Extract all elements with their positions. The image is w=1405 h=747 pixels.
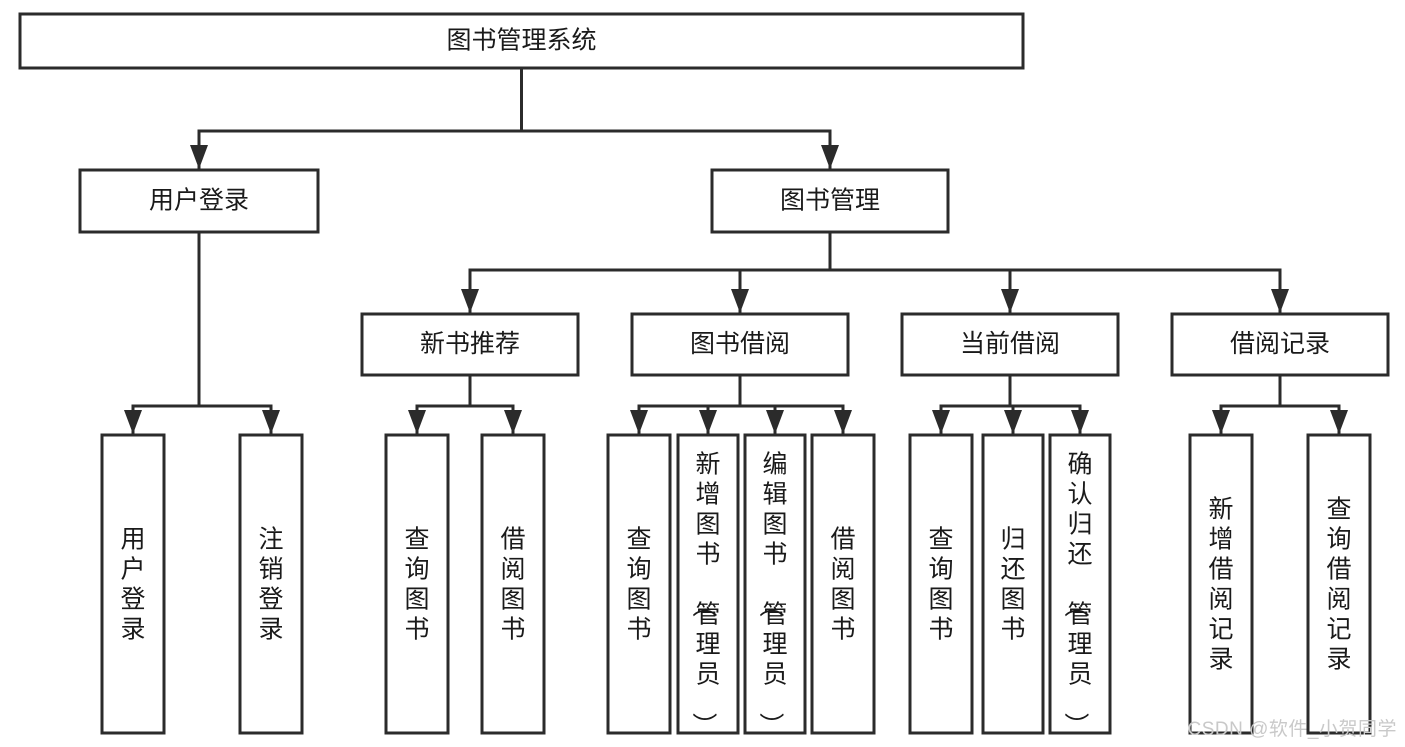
node-box[interactable] <box>1048 433 1112 735</box>
node-leaf-borrow-book-rec[interactable]: 借阅图书 <box>480 433 546 735</box>
node-box[interactable] <box>1188 433 1254 735</box>
node-leaf-add-borrow-record[interactable]: 新增借阅记录 <box>1188 433 1254 735</box>
arrow-head-icon <box>1071 410 1089 434</box>
arrow-head-icon <box>262 410 280 434</box>
node-label: 新增图书（管理员） <box>689 450 720 737</box>
node-book-manage[interactable]: 图书管理 <box>710 168 950 234</box>
node-user-login[interactable]: 用户登录 <box>78 168 320 234</box>
node-leaf-user-login[interactable]: 用户登录 <box>100 433 166 735</box>
arrow-head-icon <box>932 410 950 434</box>
arrow-head-icon <box>124 410 142 434</box>
node-box[interactable] <box>810 433 876 735</box>
arrow-head-icon <box>821 145 839 169</box>
node-box[interactable] <box>900 312 1120 377</box>
node-label: 归还图书 <box>1000 525 1025 643</box>
node-label: 查询图书 <box>404 525 429 643</box>
node-box[interactable] <box>981 433 1045 735</box>
node-label: 图书管理 <box>780 187 880 215</box>
node-box[interactable] <box>606 433 672 735</box>
node-book-borrow[interactable]: 图书借阅 <box>630 312 850 377</box>
node-box[interactable] <box>676 433 740 735</box>
connector-lines-layer <box>124 66 1348 436</box>
node-box[interactable] <box>743 433 807 735</box>
node-leaf-borrow-book-bb[interactable]: 借阅图书 <box>810 433 876 735</box>
node-box[interactable] <box>1170 312 1390 377</box>
arrow-head-icon <box>1004 410 1022 434</box>
arrow-head-icon <box>766 410 784 434</box>
nodes-layer: 图书管理系统用户登录图书管理新书推荐图书借阅当前借阅借阅记录用户登录注销登录查询… <box>18 12 1390 737</box>
arrow-head-icon <box>504 410 522 434</box>
node-leaf-query-book-rec[interactable]: 查询图书 <box>384 433 450 735</box>
arrow-head-icon <box>461 289 479 313</box>
node-leaf-query-book-cb[interactable]: 查询图书 <box>908 433 974 735</box>
node-borrow-record[interactable]: 借阅记录 <box>1170 312 1390 377</box>
node-label: 新增借阅记录 <box>1208 495 1233 673</box>
arrow-head-icon <box>1330 410 1348 434</box>
node-box[interactable] <box>710 168 950 234</box>
node-label: 新书推荐 <box>420 330 520 358</box>
node-label: 借阅图书 <box>830 525 855 643</box>
node-box[interactable] <box>78 168 320 234</box>
node-box[interactable] <box>630 312 850 377</box>
node-label: 编辑图书（管理员） <box>756 450 787 737</box>
node-label: 图书借阅 <box>690 330 790 358</box>
arrow-head-icon <box>834 410 852 434</box>
arrow-head-icon <box>630 410 648 434</box>
arrow-head-icon <box>1271 289 1289 313</box>
node-label: 查询图书 <box>626 525 651 643</box>
arrow-head-icon <box>190 145 208 169</box>
node-leaf-return-book[interactable]: 归还图书 <box>981 433 1045 735</box>
node-leaf-user-logout[interactable]: 注销登录 <box>238 433 304 735</box>
node-box[interactable] <box>480 433 546 735</box>
node-current-borrow[interactable]: 当前借阅 <box>900 312 1120 377</box>
node-box[interactable] <box>18 12 1025 70</box>
node-label: 当前借阅 <box>960 330 1060 358</box>
node-box[interactable] <box>238 433 304 735</box>
node-label: 借阅记录 <box>1230 330 1330 358</box>
node-label: 图书管理系统 <box>446 27 596 55</box>
node-label: 查询借阅记录 <box>1326 495 1351 673</box>
node-label: 查询图书 <box>928 525 953 643</box>
node-leaf-confirm-return-admin[interactable]: 确认归还（管理员） <box>1048 433 1112 737</box>
node-leaf-edit-book-admin[interactable]: 编辑图书（管理员） <box>743 433 807 737</box>
node-leaf-query-borrow-record[interactable]: 查询借阅记录 <box>1306 433 1372 735</box>
node-root[interactable]: 图书管理系统 <box>18 12 1025 70</box>
arrow-head-icon <box>1001 289 1019 313</box>
node-label: 注销登录 <box>258 525 283 643</box>
arrow-head-icon <box>408 410 426 434</box>
arrow-head-icon <box>699 410 717 434</box>
node-label: 借阅图书 <box>500 525 525 643</box>
node-box[interactable] <box>908 433 974 735</box>
node-new-book-rec[interactable]: 新书推荐 <box>360 312 580 377</box>
node-label: 确认归还（管理员） <box>1061 450 1092 737</box>
node-box[interactable] <box>1306 433 1372 735</box>
node-box[interactable] <box>384 433 450 735</box>
node-label: 用户登录 <box>149 187 249 215</box>
node-box[interactable] <box>360 312 580 377</box>
node-leaf-query-book-bb[interactable]: 查询图书 <box>606 433 672 735</box>
arrow-head-icon <box>1212 410 1230 434</box>
node-label: 用户登录 <box>120 525 145 643</box>
arrow-head-icon <box>731 289 749 313</box>
node-leaf-add-book-admin[interactable]: 新增图书（管理员） <box>676 433 740 737</box>
node-box[interactable] <box>100 433 166 735</box>
